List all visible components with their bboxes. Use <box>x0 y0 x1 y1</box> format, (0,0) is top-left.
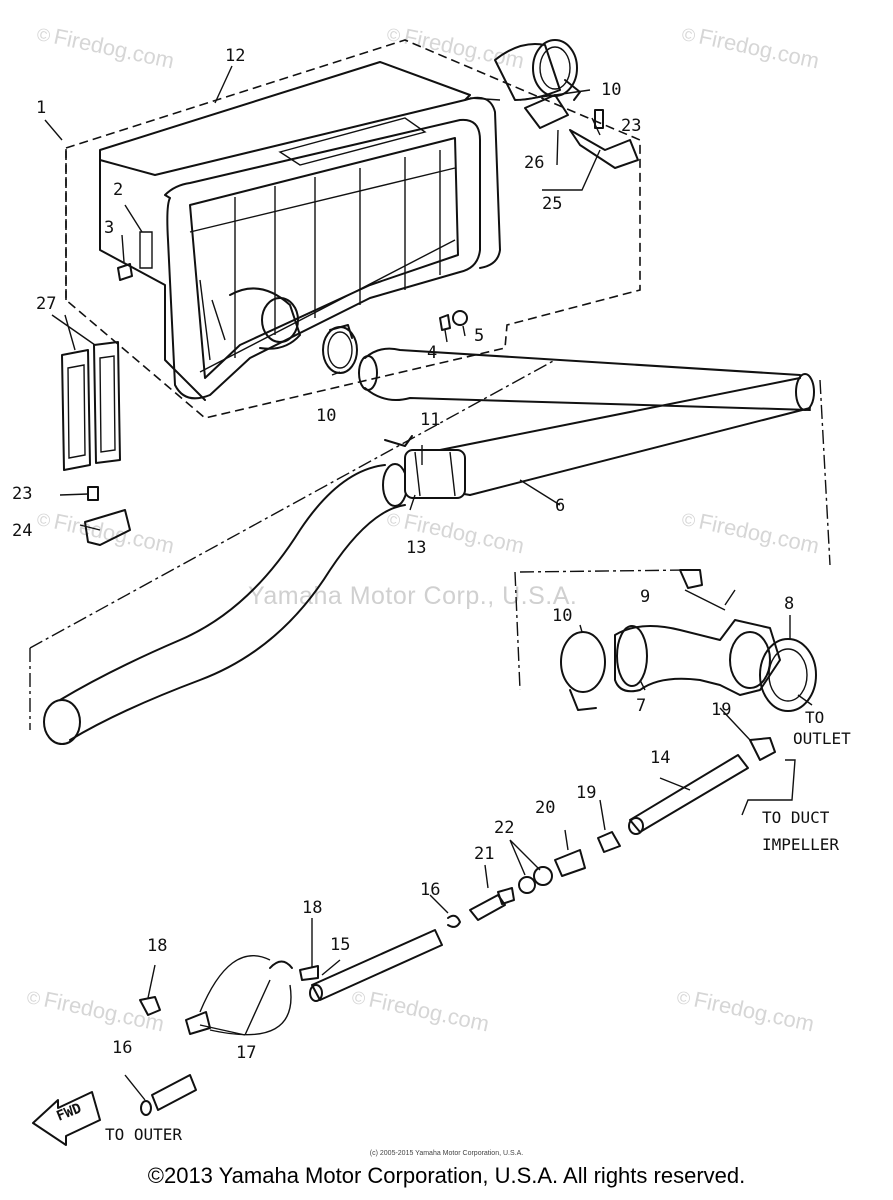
callout-number: 16 <box>112 1038 133 1058</box>
muffler-box <box>99 61 501 401</box>
callout-number: 4 <box>427 343 438 363</box>
callout-number: 8 <box>784 594 795 614</box>
leader-lines <box>44 65 813 1101</box>
assembly-outline <box>65 39 641 419</box>
callout-number: 25 <box>542 194 563 214</box>
callout-number: 19 <box>576 783 597 803</box>
callout-number: 16 <box>420 880 441 900</box>
hose-clamp <box>322 324 358 374</box>
brand-watermark: Yamaha Motor Corp., U.S.A. <box>248 582 578 610</box>
callout-number: 10 <box>552 606 573 626</box>
hoses-and-fittings <box>139 737 776 1116</box>
callout-number: 7 <box>636 696 647 716</box>
note-line: IMPELLER <box>762 834 840 854</box>
callout-number: 9 <box>640 587 651 607</box>
callout-number: 22 <box>494 818 515 838</box>
note-to-duct: TO DUCT IMPELLER <box>762 808 839 856</box>
callout-number: 23 <box>621 116 642 136</box>
callout-number: 17 <box>236 1043 257 1063</box>
fwd-arrow-icon <box>32 1091 101 1146</box>
callout-number: 27 <box>36 294 57 314</box>
note-line: TO <box>805 708 825 727</box>
callout-number: 18 <box>302 898 323 918</box>
callout-number: 1 <box>36 98 47 118</box>
note-line: OUTLET <box>793 728 851 748</box>
exhaust-hose <box>29 359 831 745</box>
callout-number: 20 <box>535 798 556 818</box>
small-fasteners <box>84 263 468 546</box>
callout-number: 10 <box>316 406 337 426</box>
callout-number: 3 <box>104 218 115 238</box>
note-to-outer: TO OUTER <box>105 1125 183 1144</box>
copyright-notice: ©2013 Yamaha Motor Corporation, U.S.A. A… <box>147 1163 746 1188</box>
callout-number: 15 <box>330 935 351 955</box>
note-to-outlet: TO OUTLET <box>793 708 851 750</box>
callout-number: 26 <box>524 153 545 173</box>
callout-number: 23 <box>12 484 33 504</box>
callout-number: 5 <box>474 326 485 346</box>
callout-number: 6 <box>555 496 566 516</box>
outlet-joint <box>469 39 639 169</box>
callout-number: 21 <box>474 844 495 864</box>
note-line: TO DUCT <box>762 808 830 827</box>
elbow-assembly <box>514 569 817 712</box>
callout-number: 12 <box>225 46 246 66</box>
small-print: (c) 2005-2015 Yamaha Motor Corporation, … <box>369 1150 524 1157</box>
callout-number: 24 <box>12 521 33 541</box>
callout-number: 10 <box>601 80 622 100</box>
callout-number: 18 <box>147 936 168 956</box>
callout-number: 11 <box>420 410 441 430</box>
callout-number: 2 <box>113 180 124 200</box>
cover-pieces <box>61 341 121 471</box>
callout-number: 19 <box>711 700 732 720</box>
callout-number: 14 <box>650 748 671 768</box>
callout-number: 13 <box>406 538 427 558</box>
